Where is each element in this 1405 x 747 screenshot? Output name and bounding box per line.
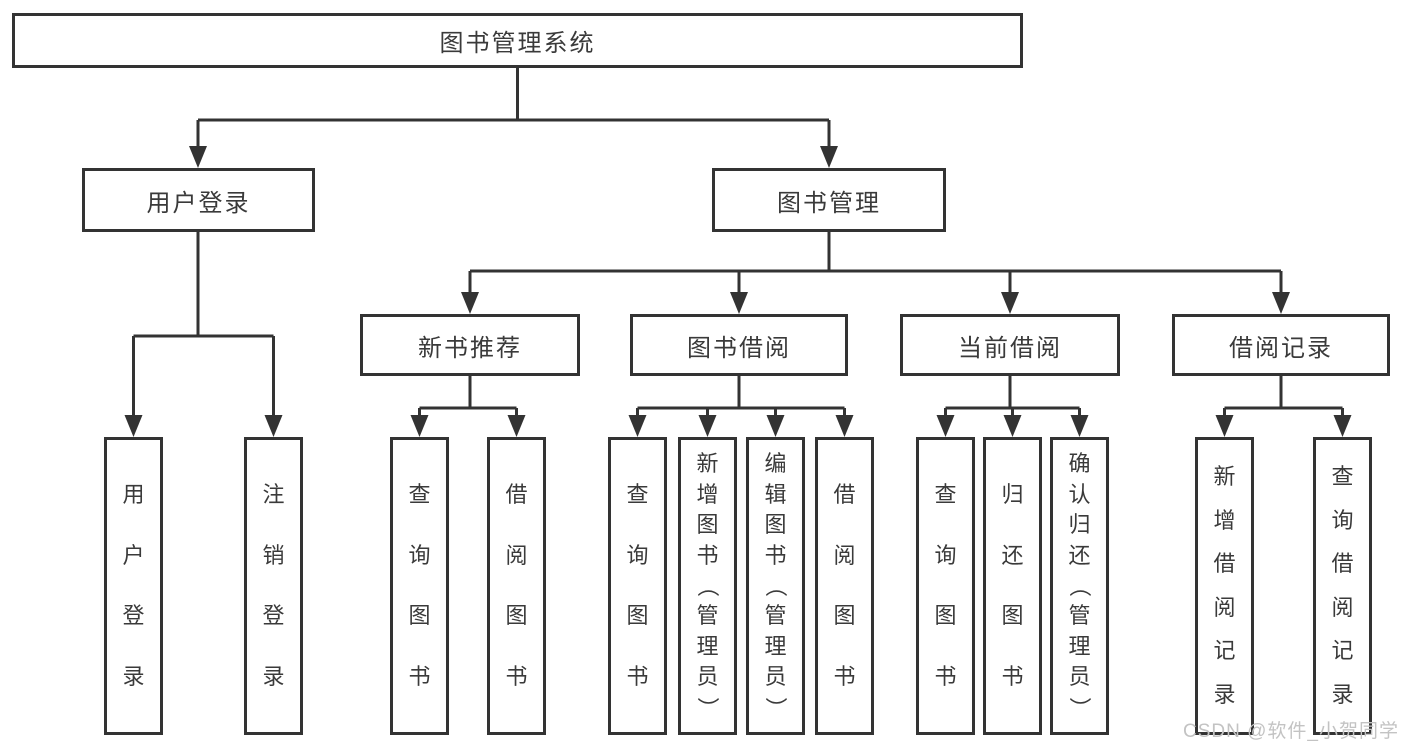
node-borrow-records: 借阅记录 — [1172, 314, 1390, 376]
leaf-query-borrow-record-label: 查询借阅记录 — [1331, 464, 1354, 707]
leaf-user-login: 用户登录 — [104, 437, 163, 735]
node-library-management-system-label: 图书管理系统 — [439, 30, 596, 57]
leaf-edit-books-admin-label: 编辑图书（管理员） — [763, 451, 789, 719]
node-current-borrow-label: 当前借阅 — [958, 334, 1062, 362]
node-book-management-label: 图书管理 — [777, 189, 881, 217]
leaf-add-books-admin: 新增图书（管理员） — [678, 437, 737, 735]
leaf-query-books-current-label: 查询图书 — [934, 481, 957, 690]
leaf-return-books: 归还图书 — [983, 437, 1042, 735]
leaf-query-books-current: 查询图书 — [916, 437, 975, 735]
leaf-add-borrow-record: 新增借阅记录 — [1195, 437, 1254, 735]
leaf-edit-books-admin: 编辑图书（管理员） — [746, 437, 805, 735]
node-book-borrow: 图书借阅 — [630, 314, 848, 376]
node-current-borrow: 当前借阅 — [900, 314, 1120, 376]
leaf-query-books-borrow: 查询图书 — [608, 437, 667, 735]
leaf-confirm-return-admin: 确认归还（管理员） — [1050, 437, 1109, 735]
leaf-query-books-recommend-label: 查询图书 — [408, 481, 431, 690]
leaf-query-books-recommend: 查询图书 — [390, 437, 449, 735]
leaf-return-books-label: 归还图书 — [1001, 481, 1024, 690]
csdn-watermark: CSDN @软件_小贺同学 — [1183, 721, 1399, 742]
leaf-logout: 注销登录 — [244, 437, 303, 735]
node-borrow-records-label: 借阅记录 — [1229, 334, 1333, 362]
node-book-management: 图书管理 — [712, 168, 946, 232]
leaf-logout-label: 注销登录 — [262, 481, 285, 690]
node-user-login-label: 用户登录 — [146, 189, 251, 217]
node-new-book-recommend-label: 新书推荐 — [418, 334, 522, 362]
leaf-borrow-books-label: 借阅图书 — [833, 481, 856, 690]
node-library-management-system: 图书管理系统 — [12, 13, 1023, 68]
node-book-borrow-label: 图书借阅 — [687, 334, 791, 362]
node-new-book-recommend: 新书推荐 — [360, 314, 580, 376]
leaf-confirm-return-admin-label: 确认归还（管理员） — [1067, 451, 1093, 719]
leaf-user-login-label: 用户登录 — [122, 481, 145, 690]
leaf-add-books-admin-label: 新增图书（管理员） — [695, 451, 721, 719]
leaf-add-borrow-record-label: 新增借阅记录 — [1213, 464, 1236, 707]
leaf-borrow-books-recommend-label: 借阅图书 — [505, 481, 528, 690]
node-user-login: 用户登录 — [82, 168, 315, 232]
leaf-query-borrow-record: 查询借阅记录 — [1313, 437, 1372, 735]
leaf-borrow-books-recommend: 借阅图书 — [487, 437, 546, 735]
leaf-query-books-borrow-label: 查询图书 — [626, 481, 649, 690]
leaf-borrow-books: 借阅图书 — [815, 437, 874, 735]
